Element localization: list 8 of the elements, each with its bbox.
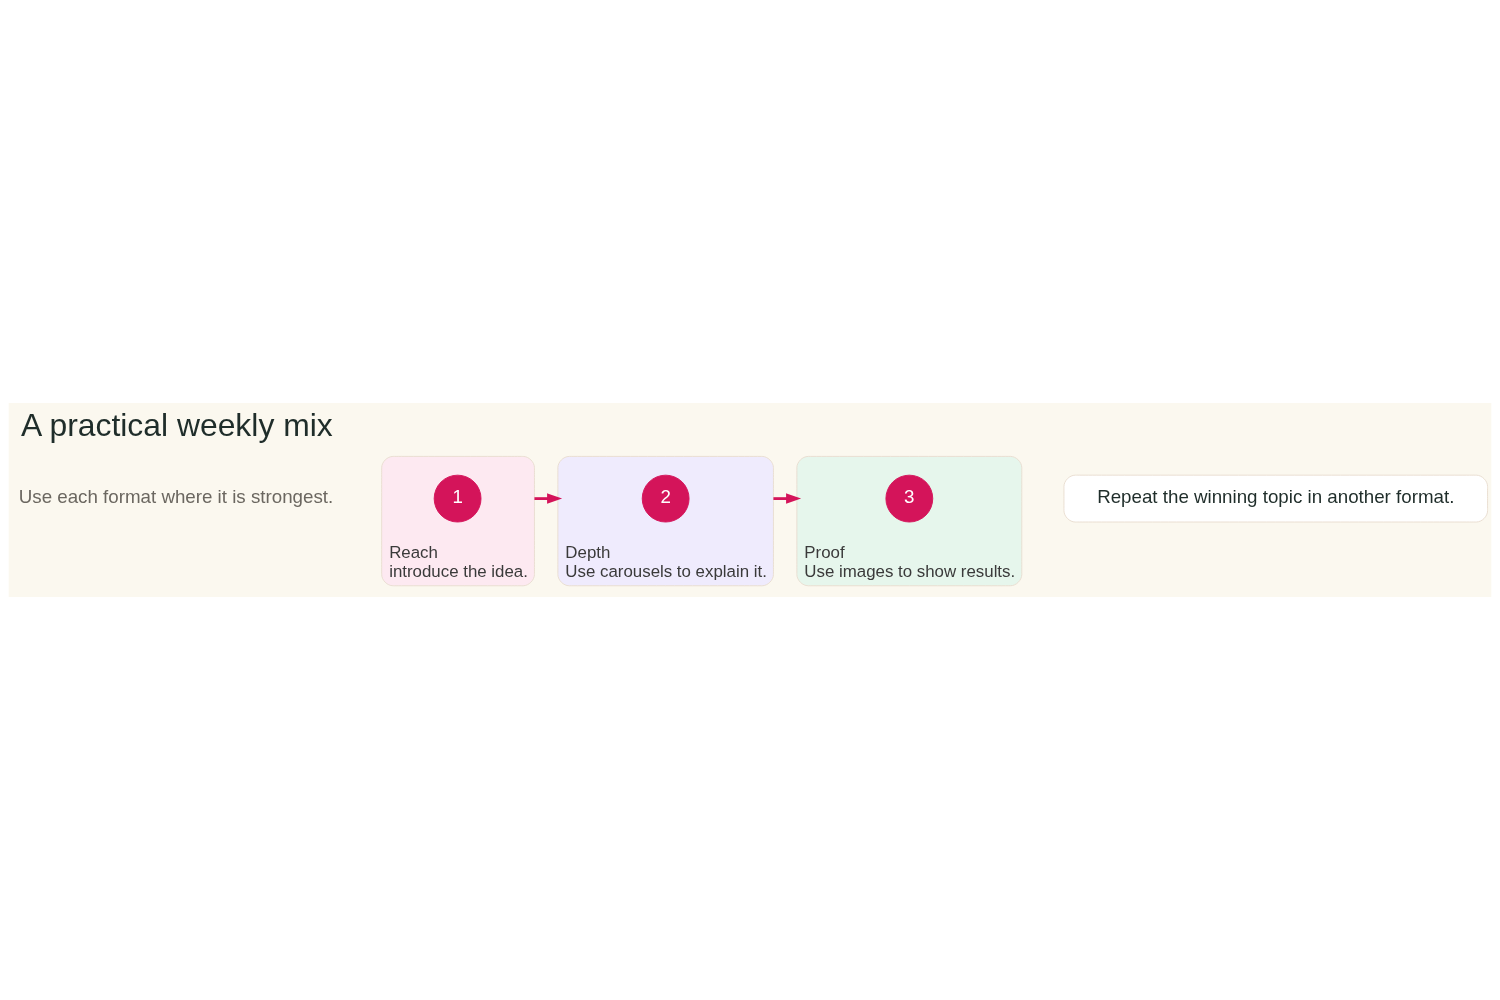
diagram-title: A practical weekly mix — [21, 406, 333, 443]
arrow — [534, 493, 563, 504]
node-box: Repeat the winning topic in another format. — [1063, 474, 1489, 523]
arrow — [773, 493, 802, 504]
node-circle: 3 — [885, 474, 934, 523]
label: Use each format where it is strongest. — [18, 486, 334, 508]
node-circle: 1 — [433, 474, 482, 523]
node-circle: 2 — [641, 474, 690, 523]
